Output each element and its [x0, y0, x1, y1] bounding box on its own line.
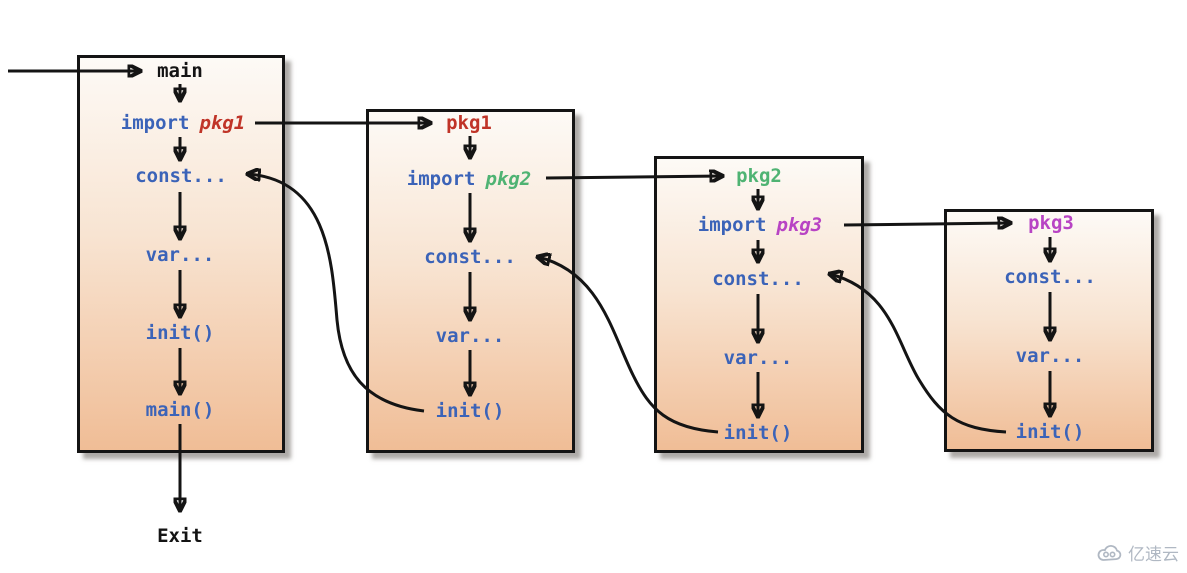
- watermark-brand-text: 亿速云: [1128, 545, 1179, 565]
- box-pkg3-title: pkg3: [1028, 212, 1074, 234]
- pkg3-const-step: const...: [1004, 266, 1096, 288]
- imported-package-pkg1: pkg1: [199, 112, 246, 134]
- pkg1-init-step: init(): [435, 400, 505, 422]
- box-pkg2-import-line: import pkg3: [698, 213, 822, 237]
- import-keyword: import: [697, 214, 767, 236]
- box-pkg1-title: pkg1: [446, 112, 492, 134]
- imported-package-pkg2: pkg2: [485, 168, 532, 190]
- box-main-title: main: [157, 60, 203, 82]
- watermark: 亿速云: [1096, 540, 1179, 565]
- main-mainfn-step: main(): [145, 399, 215, 421]
- pkg2-var-step: var...: [723, 347, 793, 369]
- pkg1-var-step: var...: [435, 325, 505, 347]
- pkg2-init-step: init(): [723, 422, 793, 444]
- import-keyword: import: [406, 168, 476, 190]
- pkg3-var-step: var...: [1015, 345, 1085, 367]
- main-const-step: const...: [135, 165, 227, 187]
- box-pkg1-import-line: import pkg2: [407, 167, 531, 191]
- yisu-cloud-logo-icon: [1097, 544, 1122, 561]
- exit-label: Exit: [157, 525, 203, 547]
- imported-package-pkg3: pkg3: [776, 214, 823, 236]
- box-pkg2-title: pkg2: [736, 165, 782, 187]
- box-pkg2: [654, 156, 864, 453]
- import-keyword: import: [120, 112, 190, 134]
- box-pkg3: [944, 209, 1154, 452]
- box-main-import-line: import pkg1: [121, 111, 245, 135]
- pkg2-const-step: const...: [712, 268, 804, 290]
- pkg1-const-step: const...: [424, 246, 516, 268]
- main-var-step: var...: [145, 244, 215, 266]
- pkg3-init-step: init(): [1015, 421, 1085, 443]
- main-init-step: init(): [145, 322, 215, 344]
